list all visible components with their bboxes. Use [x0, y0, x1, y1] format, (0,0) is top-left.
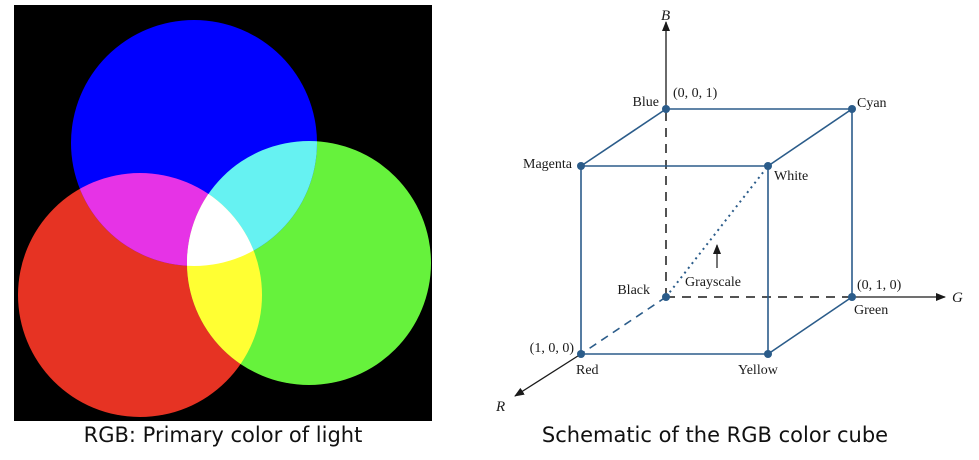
blue-coordinate-label: (0, 0, 1) — [673, 86, 718, 101]
cyan-vertex-label: Cyan — [857, 96, 887, 111]
r-axis-label: R — [495, 399, 505, 415]
white-vertex-dot — [764, 162, 772, 170]
magenta-vertex-label: Magenta — [523, 157, 573, 172]
grayscale-label: Grayscale — [685, 275, 741, 290]
green-yellow-edge — [767, 296, 853, 355]
venn-caption: RGB: Primary color of light — [83, 423, 363, 447]
white-vertex-label: White — [774, 169, 808, 184]
magenta-vertex-dot — [577, 162, 585, 170]
rgb-venn-diagram — [14, 5, 432, 421]
r-axis-arrow — [514, 353, 582, 397]
green-coordinate-label: (0, 1, 0) — [857, 278, 902, 293]
red-coordinate-label: (1, 0, 0) — [530, 341, 575, 356]
yellow-vertex-label: Yellow — [738, 363, 779, 378]
b-axis-label: B — [661, 8, 670, 24]
rgb-cube-panel: B G R Blue (0, 0, 1) Cyan Magenta White … — [460, 0, 979, 422]
green-vertex-label: Green — [854, 303, 888, 318]
cube-caption: Schematic of the RGB color cube — [541, 423, 889, 447]
cyan-vertex-dot — [848, 105, 856, 113]
grayscale-diagonal — [665, 165, 769, 298]
cyan-white-edge — [767, 108, 853, 167]
black-red-hidden-edge — [580, 296, 667, 355]
blue-vertex-dot — [662, 105, 670, 113]
rgb-venn-panel — [14, 5, 432, 421]
black-vertex-dot — [662, 293, 670, 301]
g-axis-label: G — [952, 290, 963, 306]
red-vertex-label: Red — [576, 363, 599, 378]
green-vertex-dot — [848, 293, 856, 301]
blue-vertex-label: Blue — [633, 95, 659, 110]
black-vertex-label: Black — [617, 283, 650, 298]
yellow-vertex-dot — [764, 350, 772, 358]
red-vertex-dot — [577, 350, 585, 358]
blue-magenta-edge — [580, 108, 667, 167]
rgb-cube-diagram: B G R Blue (0, 0, 1) Cyan Magenta White … — [495, 8, 963, 415]
